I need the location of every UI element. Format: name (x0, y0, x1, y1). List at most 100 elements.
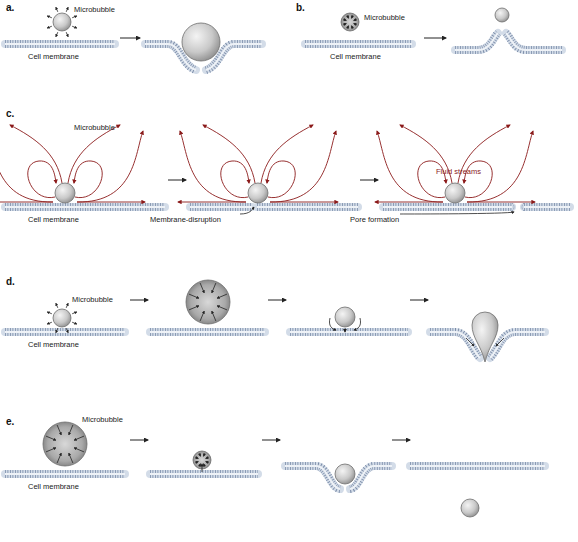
cell-membrane (5, 40, 115, 48)
cell-membrane (150, 328, 265, 336)
cell-membrane (5, 470, 125, 478)
annotation-label: Fluid streams (436, 168, 481, 176)
fluid-stream (467, 131, 533, 202)
flow-arrow (466, 338, 474, 346)
fluid-stream (464, 161, 492, 198)
bilayer-core (5, 43, 115, 45)
pressure-arrow (354, 24, 357, 25)
step-arrow (410, 300, 428, 301)
lipid-texture (350, 466, 392, 489)
cell-membrane (305, 40, 412, 48)
panel-letter: b. (296, 2, 305, 13)
pressure-arrow (47, 26, 52, 28)
pressure-arrow (189, 306, 199, 310)
fluid-stream (77, 131, 143, 202)
lipid-texture (524, 203, 570, 211)
fluid-stream (270, 202, 338, 203)
cell-membrane (506, 33, 562, 50)
pressure-arrow (66, 7, 68, 12)
pressure-arrow (217, 306, 227, 310)
pore-edge (512, 203, 514, 211)
arrows (120, 38, 514, 472)
pressure-arrow (189, 294, 199, 298)
lipid-texture (490, 332, 545, 358)
pressure-arrow (66, 303, 68, 308)
lipid-texture (190, 203, 252, 211)
step-arrow (130, 440, 148, 441)
annotation-label: Pore formation (350, 216, 399, 224)
fluid-stream (0, 202, 53, 203)
bilayer-core (490, 332, 545, 358)
lipid-texture (5, 203, 165, 211)
lipid-texture (5, 470, 125, 478)
fluid-stream (28, 161, 56, 198)
microbubble (55, 183, 75, 203)
cell-membrane (430, 332, 480, 358)
microbubbles (43, 7, 509, 517)
pressure-arrow (204, 464, 205, 467)
annotation-label: Membrane-disruption (150, 216, 221, 224)
lipid-texture (5, 40, 115, 48)
pressure-arrow (200, 311, 204, 321)
panel-letter: a. (6, 2, 14, 13)
fluid-stream (203, 125, 255, 183)
lipid-texture (455, 33, 498, 50)
step-arrow (392, 440, 410, 441)
cell-membrane (455, 33, 498, 50)
annotation-label: Cell membrane (330, 53, 381, 61)
bilayer-core (410, 465, 545, 467)
pressure-arrow (56, 32, 58, 37)
fluid-stream (377, 131, 443, 202)
pressure-arrow (212, 311, 216, 321)
annotation-label: Cell membrane (28, 341, 79, 349)
flow-arrow (329, 318, 336, 330)
pressure-arrow (354, 19, 357, 20)
microbubble (341, 13, 359, 31)
fluid-stream (74, 161, 102, 198)
pressure-arrow (72, 26, 77, 28)
annotation-label: Microbubble (72, 296, 113, 304)
bilayer-core (524, 206, 570, 208)
pressure-arrow (212, 283, 216, 293)
pressure-arrow (69, 425, 73, 435)
annotation-label: Microbubble (74, 6, 115, 14)
pressure-arrow (72, 322, 77, 324)
bilayer-core (290, 331, 408, 333)
pressure-arrow (66, 328, 68, 333)
pressure-arrow (72, 16, 77, 18)
bilayer-core (150, 331, 265, 333)
lipid-texture (506, 33, 562, 50)
fluid-stream (77, 202, 145, 203)
pressure-arrow (199, 453, 200, 456)
pressure-arrow (352, 26, 353, 29)
pressure-arrow (66, 32, 68, 37)
step-arrow (120, 38, 140, 39)
pressure-arrow (69, 453, 73, 463)
step-arrow (424, 38, 446, 39)
annotation-label: Cell membrane (28, 216, 79, 224)
jet-bubble (472, 312, 498, 362)
panel-letter: e. (6, 416, 14, 427)
fluid-stream (180, 131, 246, 202)
step-arrow (360, 180, 378, 181)
cell-membrane (383, 203, 512, 211)
fluid-stream (178, 202, 246, 203)
pressure-arrow (74, 436, 84, 440)
lipid-texture (383, 203, 512, 211)
pressure-arrow (347, 26, 348, 29)
microbubble (445, 183, 465, 203)
microbubble (53, 309, 71, 327)
pressure-arrow (195, 457, 198, 458)
membranes (5, 33, 570, 489)
lipid-texture (150, 328, 265, 336)
panel-letter: c. (6, 108, 14, 119)
flow-arrow (496, 338, 504, 346)
lipid-texture (285, 466, 340, 489)
pressure-arrow (206, 457, 209, 458)
bilayer-core (257, 206, 358, 208)
bilayer-core (190, 206, 252, 208)
pressure-arrow (347, 15, 348, 18)
microbubble (248, 183, 268, 203)
annotation-label: Microbubble (82, 416, 123, 424)
cell-membrane (150, 470, 258, 478)
